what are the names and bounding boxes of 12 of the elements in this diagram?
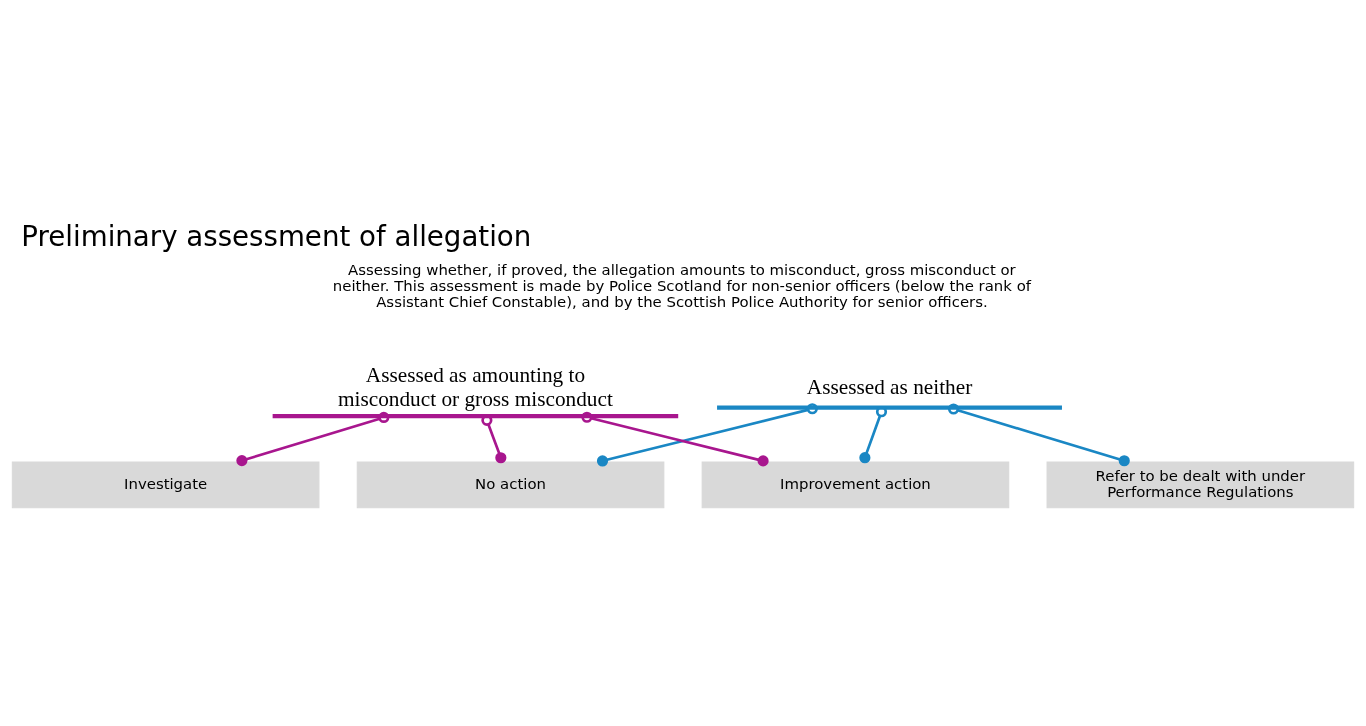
- node-text: Assessed as amounting to misconduct or gross misconduct: [337, 362, 613, 411]
- node-box: No action: [356, 460, 665, 508]
- node-box: Improvement action: [701, 460, 1010, 508]
- connector: [581, 411, 769, 466]
- node-box: Investigate: [11, 460, 320, 508]
- connector: [596, 402, 818, 466]
- connector: [947, 402, 1130, 466]
- connector: [236, 411, 390, 466]
- node-text: Assessed as neither: [806, 374, 973, 399]
- node-box: Refer to be dealt with under Performance Regulations: [1046, 460, 1355, 508]
- diagram-title: Preliminary assessment of allegation: [21, 219, 532, 253]
- label: Assessing whether, if proved, the allegation amounts to misconduct, gross misconduct or neither. This assessment is made by Police Scotland for non-senior officers (below the rank of Assistant Chief Constable), and by the Scottish Police Authority for senior officers.: [332, 260, 1032, 311]
